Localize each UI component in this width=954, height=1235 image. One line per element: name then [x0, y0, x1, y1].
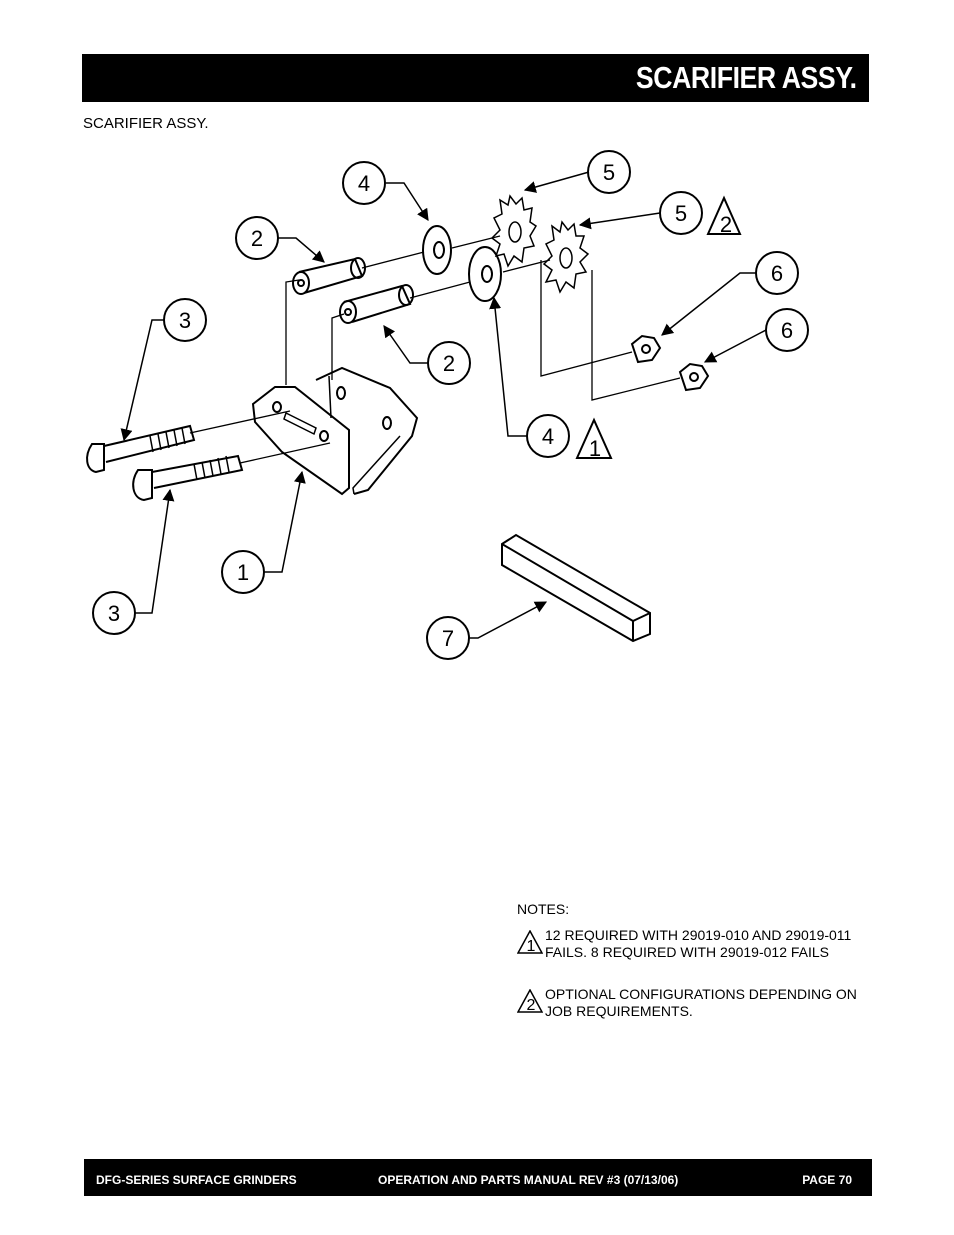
- star-wheel-upper: [490, 194, 538, 268]
- callout-5-top: 5: [587, 150, 631, 194]
- washer-lower: [468, 246, 502, 302]
- note-item: 1 12 REQUIRED WITH 29019-010 AND 29019-0…: [517, 927, 862, 961]
- callout-label: 6: [781, 318, 793, 343]
- callout-6-upper: 6: [755, 251, 799, 295]
- note-text: OPTIONAL CONFIGURATIONS DEPENDING ON JOB…: [545, 986, 857, 1019]
- footer-product: DFG-SERIES SURFACE GRINDERS: [96, 1173, 297, 1187]
- callout-label: 6: [771, 261, 783, 286]
- header-bar: SCARIFIER ASSY.: [82, 54, 869, 102]
- block-part: [501, 533, 651, 643]
- bracket-part: [251, 366, 419, 496]
- notes-section: NOTES: 1 12 REQUIRED WITH 29019-010 AND …: [517, 901, 862, 1020]
- assembly-lines: [189, 235, 681, 464]
- footer-manual: OPERATION AND PARTS MANUAL REV #3 (07/13…: [378, 1173, 679, 1187]
- callout-label: 5: [603, 160, 615, 185]
- warning-triangle-1: 1: [575, 417, 613, 461]
- callout-label: 2: [251, 226, 263, 251]
- footer-bar: DFG-SERIES SURFACE GRINDERS OPERATION AN…: [84, 1159, 872, 1196]
- warning-triangle-2: 2: [706, 195, 742, 237]
- warning-label: 2: [720, 212, 732, 237]
- callout-label: 7: [442, 626, 454, 651]
- note-text: 12 REQUIRED WITH 29019-010 AND 29019-011…: [545, 927, 852, 960]
- warning-label: 1: [589, 436, 601, 461]
- spacer-lower: [339, 284, 414, 324]
- leader-lines: [120, 171, 767, 639]
- note-item: 2 OPTIONAL CONFIGURATIONS DEPENDING ON J…: [517, 986, 862, 1020]
- washer-upper: [422, 225, 452, 275]
- callout-4-lower: 4: [526, 414, 570, 458]
- callout-5-second: 5: [659, 191, 703, 235]
- callout-label: 4: [358, 171, 370, 196]
- note-marker: 2: [527, 997, 536, 1013]
- section-subtitle: SCARIFIER ASSY.: [83, 115, 209, 132]
- warning-triangle-icon: 1: [517, 930, 543, 954]
- bolt-lower: [132, 454, 244, 502]
- callout-6-lower: 6: [765, 308, 809, 352]
- nut-lower: [678, 362, 710, 392]
- callout-3-lower: 3: [92, 591, 136, 635]
- star-wheel-lower: [542, 220, 590, 294]
- page-title: SCARIFIER ASSY.: [636, 60, 857, 95]
- callout-4-top: 4: [342, 161, 386, 205]
- bolt-upper: [86, 424, 196, 474]
- callout-label: 4: [542, 424, 554, 449]
- callout-3-upper: 3: [163, 298, 207, 342]
- nut-upper: [630, 334, 662, 364]
- callout-2-upper: 2: [235, 216, 279, 260]
- warning-triangle-icon: 2: [517, 989, 543, 1013]
- spacer-upper: [292, 257, 366, 295]
- callout-label: 3: [179, 308, 191, 333]
- notes-title: NOTES:: [517, 901, 570, 917]
- callout-label: 2: [443, 351, 455, 376]
- callout-label: 5: [675, 201, 687, 226]
- callout-label: 3: [108, 601, 120, 626]
- note-marker: 1: [527, 938, 536, 954]
- callout-label: 1: [237, 560, 249, 585]
- callout-2-lower: 2: [427, 341, 471, 385]
- callout-7: 7: [426, 616, 470, 660]
- page-number: PAGE 70: [802, 1173, 852, 1187]
- callout-1: 1: [221, 550, 265, 594]
- exploded-parts-diagram: 4 5 5 2 2 6 3 6 2 4 1 1: [86, 150, 809, 660]
